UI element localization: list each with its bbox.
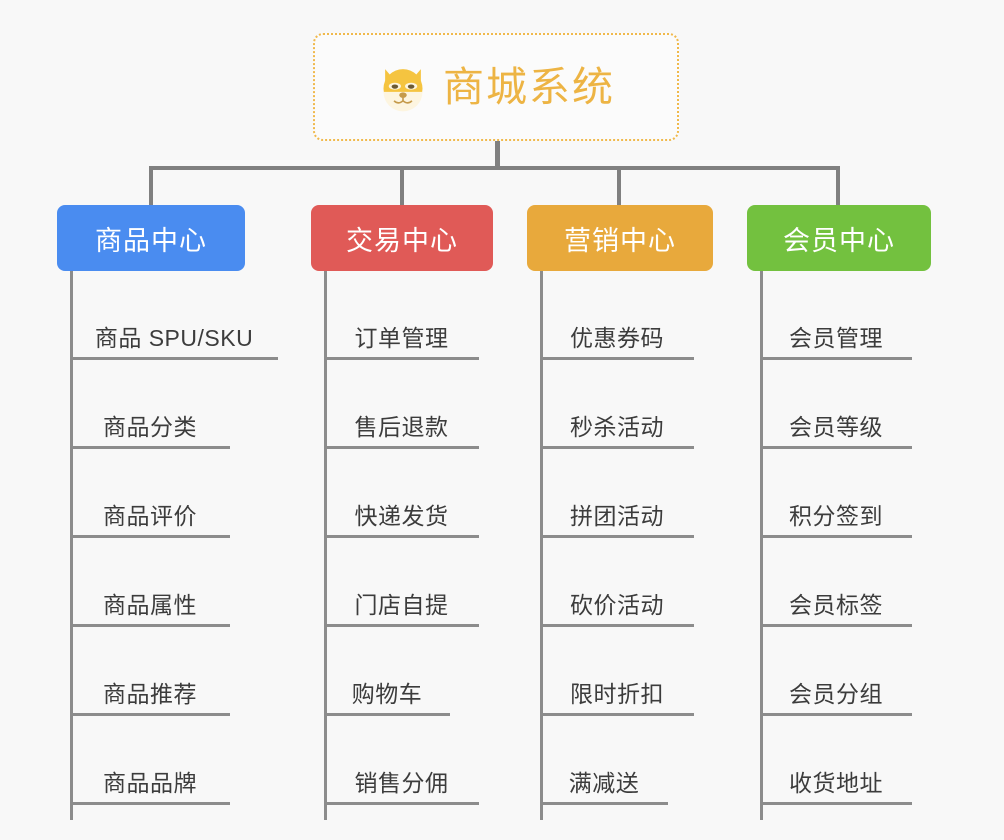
- leaf-item-label: 快递发货: [354, 503, 449, 530]
- leaf-item-label: 砍价活动: [570, 592, 664, 619]
- leaf-item[interactable]: 拼团活动: [540, 449, 694, 538]
- leaf-item[interactable]: 会员标签: [760, 538, 912, 627]
- branch-spine-line: [760, 271, 763, 820]
- leaf-item-label: 订单管理: [354, 325, 449, 352]
- leaf-item[interactable]: 订单管理: [324, 271, 479, 360]
- branch-drop-line-3: [617, 166, 621, 206]
- leaf-item-label: 销售分佣: [354, 770, 449, 797]
- leaf-item[interactable]: 商品评价: [70, 449, 230, 538]
- leaf-item[interactable]: 商品属性: [70, 538, 230, 627]
- branch-spine-line: [70, 271, 73, 820]
- leaf-item-label: 秒杀活动: [570, 414, 664, 441]
- leaf-item[interactable]: 门店自提: [324, 538, 479, 627]
- leaf-item-label: 商品 SPU/SKU: [94, 325, 254, 352]
- leaf-item-label: 商品评价: [103, 503, 197, 530]
- leaf-item[interactable]: 购物车: [324, 627, 450, 716]
- leaf-item[interactable]: 收货地址: [760, 716, 912, 805]
- branch-spine-line: [540, 271, 543, 820]
- category-label: 交易中心: [346, 225, 458, 256]
- leaf-item[interactable]: 商品品牌: [70, 716, 230, 805]
- branch-drop-line-4: [836, 166, 840, 206]
- category-box-4[interactable]: 会员中心: [747, 205, 931, 271]
- branch-drop-line-1: [149, 166, 153, 206]
- category-box-2[interactable]: 交易中心: [311, 205, 493, 271]
- category-box-3[interactable]: 营销中心: [527, 205, 713, 271]
- leaf-item-label: 限时折扣: [570, 681, 664, 708]
- category-label: 商品中心: [95, 225, 207, 256]
- leaf-item-label: 商品属性: [103, 592, 197, 619]
- leaf-item[interactable]: 售后退款: [324, 360, 479, 449]
- leaf-item-label: 商品品牌: [103, 770, 197, 797]
- category-label: 会员中心: [783, 225, 895, 256]
- leaf-item-label: 会员标签: [789, 592, 883, 619]
- leaf-item[interactable]: 商品分类: [70, 360, 230, 449]
- dog-face-icon: [383, 69, 423, 112]
- leaf-item[interactable]: 会员管理: [760, 271, 912, 360]
- leaf-item-label: 商品推荐: [103, 681, 197, 708]
- leaf-item-label: 会员分组: [789, 681, 883, 708]
- leaf-item-label: 收货地址: [789, 770, 883, 797]
- leaf-item-label: 拼团活动: [570, 503, 664, 530]
- category-label: 营销中心: [564, 225, 676, 256]
- leaf-item-label: 商品分类: [103, 414, 197, 441]
- tree-bus-line: [149, 166, 839, 170]
- leaf-item[interactable]: 限时折扣: [540, 627, 694, 716]
- branch-spine-line: [324, 271, 327, 820]
- root-title: 商城系统: [443, 63, 615, 110]
- leaf-item[interactable]: 优惠券码: [540, 271, 694, 360]
- category-box-1[interactable]: 商品中心: [57, 205, 245, 271]
- leaf-item[interactable]: 满减送: [540, 716, 668, 805]
- leaf-item-label: 售后退款: [354, 414, 449, 441]
- leaf-item[interactable]: 秒杀活动: [540, 360, 694, 449]
- leaf-item-label: 会员管理: [789, 325, 883, 352]
- root-node[interactable]: 商城系统: [313, 33, 679, 141]
- leaf-item-label: 积分签到: [789, 503, 883, 530]
- leaf-item[interactable]: 砍价活动: [540, 538, 694, 627]
- leaf-item-label: 门店自提: [354, 592, 449, 619]
- leaf-item-label: 满减送: [568, 770, 640, 797]
- leaf-item-label: 会员等级: [789, 414, 883, 441]
- leaf-item[interactable]: 商品 SPU/SKU: [70, 271, 278, 360]
- leaf-item[interactable]: 会员分组: [760, 627, 912, 716]
- leaf-item-label: 优惠券码: [570, 325, 664, 352]
- branch-drop-line-2: [400, 166, 404, 206]
- leaf-item[interactable]: 快递发货: [324, 449, 479, 538]
- leaf-item[interactable]: 商品推荐: [70, 627, 230, 716]
- leaf-item[interactable]: 销售分佣: [324, 716, 479, 805]
- leaf-item-label: 购物车: [351, 681, 423, 708]
- leaf-item[interactable]: 积分签到: [760, 449, 912, 538]
- leaf-item[interactable]: 会员等级: [760, 360, 912, 449]
- root-stem-line: [495, 141, 500, 168]
